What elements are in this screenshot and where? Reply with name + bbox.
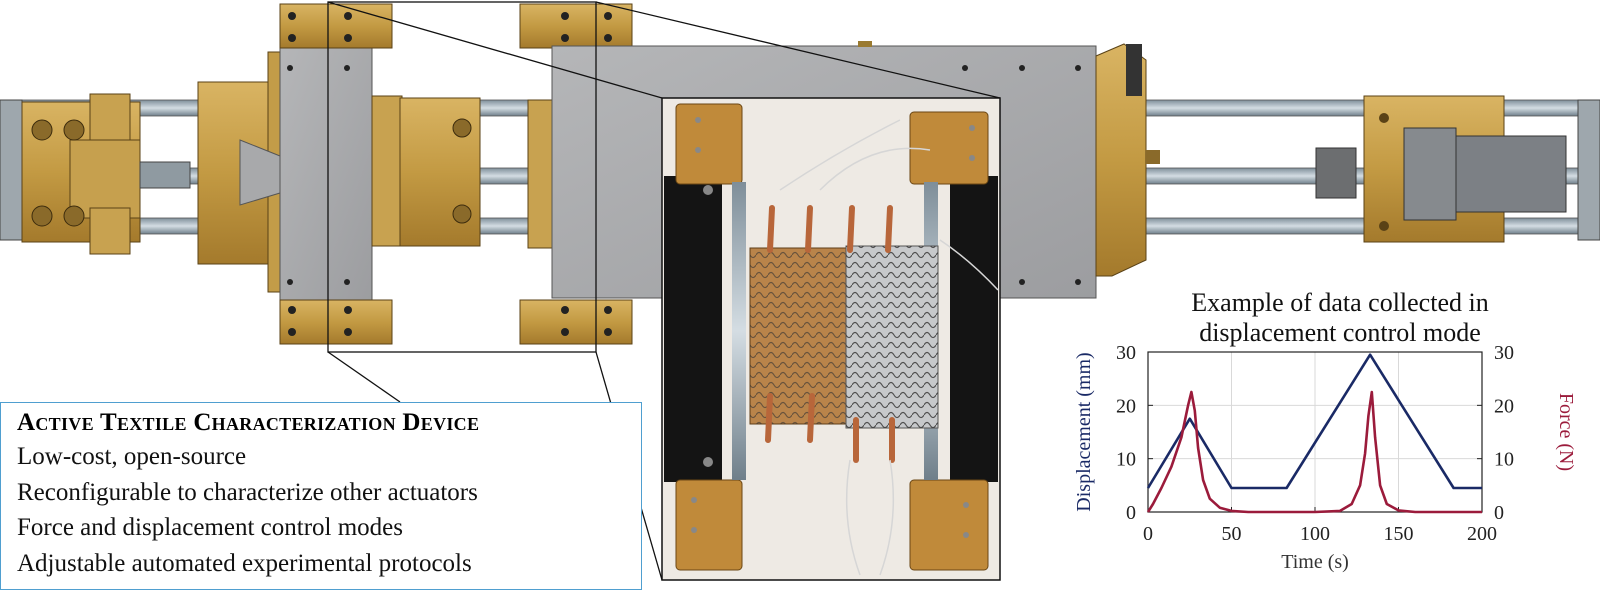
feature-item: Low-cost, open-source: [17, 443, 247, 470]
y-right-tick-label: 0: [1494, 502, 1504, 524]
x-tick-label: 150: [1384, 523, 1414, 545]
left-gripper: [197, 51, 293, 293]
right-motor-mount: [1095, 43, 1567, 277]
feature-item: Adjustable automated experimental protoc…: [17, 549, 472, 577]
left-carriage: [21, 93, 191, 255]
y-right-tick-label: 30: [1494, 342, 1514, 364]
y-left-axis-label: Displacement (mm): [1073, 352, 1095, 511]
feature-box: Active Textile Characterization Device L…: [0, 402, 642, 590]
x-tick-label: 0: [1143, 523, 1153, 545]
y-right-tick-label: 20: [1494, 395, 1514, 417]
clamp-blocks: [279, 3, 633, 345]
feature-box-title: Active Textile Characterization Device: [17, 409, 480, 436]
left-clamp-plate: [279, 47, 373, 301]
y-right-axis-label: Force (N): [1555, 393, 1577, 471]
feature-item: Reconfigurable to characterize other act…: [17, 478, 478, 506]
x-tick-label: 50: [1222, 523, 1242, 545]
y-left-tick-label: 30: [1116, 342, 1136, 364]
y-left-tick-label: 20: [1116, 395, 1136, 417]
feature-item: Force and displacement control modes: [17, 514, 403, 541]
force-series-line: [1146, 390, 1482, 514]
x-axis-label: Time (s): [1281, 551, 1349, 573]
y-left-tick-label: 0: [1126, 502, 1136, 524]
displacement-series-line: [1146, 353, 1482, 490]
x-tick-label: 200: [1467, 523, 1497, 545]
x-tick-label: 100: [1300, 523, 1330, 545]
textile-sample-photo: [661, 97, 1001, 581]
y-left-tick-label: 10: [1116, 449, 1136, 471]
middle-coupler: [371, 95, 557, 249]
y-right-tick-label: 10: [1494, 449, 1514, 471]
chart-title: Example of data collected in displacemen…: [1191, 288, 1489, 347]
zoom-lines: [327, 1, 1001, 581]
